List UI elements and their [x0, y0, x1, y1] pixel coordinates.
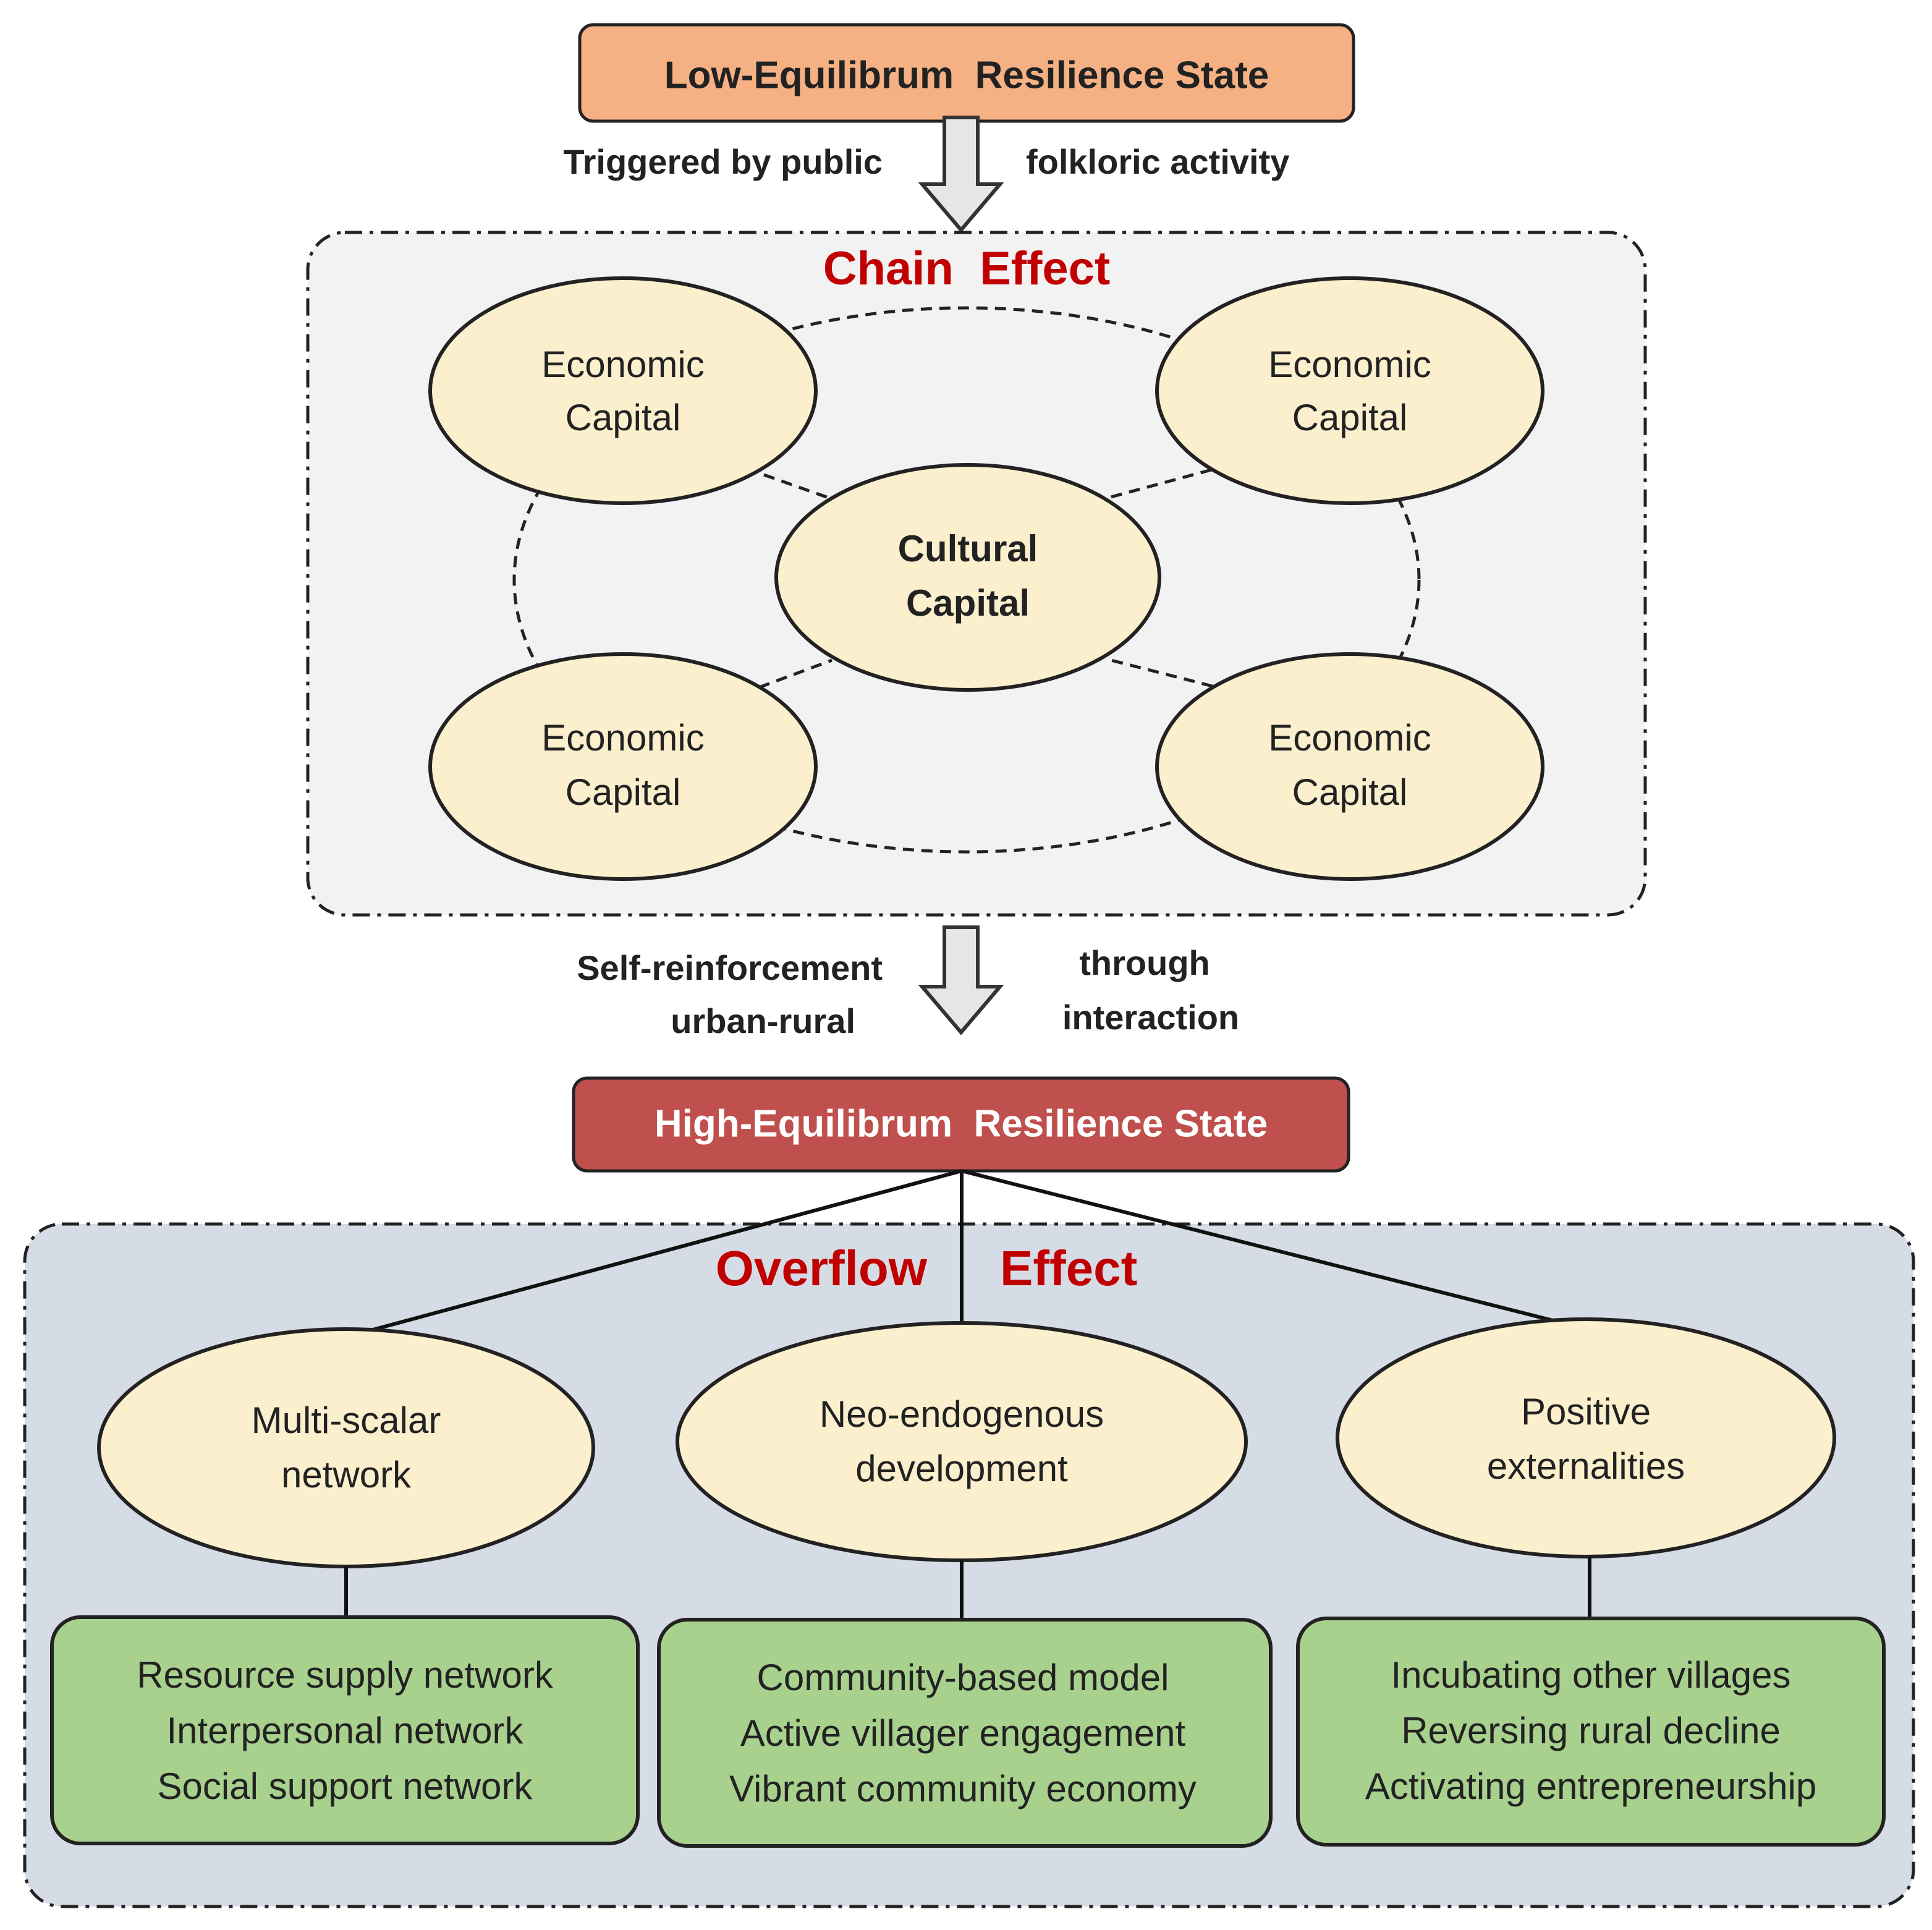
branch-label-line2: network — [281, 1454, 412, 1495]
overflow-effect-title-right: Effect — [1000, 1241, 1137, 1296]
economic-capital-node-2: Economic Capital — [1155, 276, 1544, 505]
branch-detail-item: Resource supply network — [137, 1654, 554, 1696]
branch-label-line1: Neo-endogenous — [820, 1393, 1104, 1435]
cultural-capital-node: Cultural Capital — [774, 463, 1161, 692]
node-label-line1: Economic — [541, 344, 704, 385]
overflow-effect-title-left: Overflow — [716, 1241, 928, 1296]
branch-label-line2: externalities — [1487, 1445, 1685, 1487]
node-label-line2: Capital — [1292, 772, 1408, 813]
branch-detail-item: Reversing rural decline — [1401, 1710, 1781, 1751]
reinforce-text-left-2: urban-rural — [671, 1001, 855, 1040]
low-equilibrium-state-label: Low-Equilibrum Resilience State — [664, 54, 1269, 96]
branch-detail-item: Community-based model — [757, 1657, 1169, 1698]
trigger-text-right: folkloric activity — [1026, 142, 1289, 181]
branch-detail-item: Incubating other villages — [1391, 1654, 1790, 1696]
cultural-capital-line2: Capital — [906, 582, 1030, 624]
overflow-branch-neo-endogenous: Neo-endogenous development Community-bas… — [657, 1321, 1273, 1848]
reinforce-text-left-1: Self-reinforcement — [577, 948, 883, 987]
node-label-line1: Economic — [1268, 717, 1431, 759]
node-label-line2: Capital — [566, 397, 681, 438]
node-label-line2: Capital — [1292, 397, 1408, 438]
trigger-text-left: Triggered by public — [563, 142, 883, 181]
branch-detail-item: Interpersonal network — [167, 1710, 524, 1751]
node-label-line1: Economic — [541, 717, 704, 759]
branch-detail-item: Activating entrepreneurship — [1365, 1766, 1816, 1807]
economic-capital-node-1: Economic Capital — [428, 276, 818, 505]
chain-effect-title: Chain Effect — [823, 242, 1111, 295]
high-equilibrium-state-label: High-Equilibrum Resilience State — [655, 1102, 1268, 1145]
branch-detail-box — [657, 1618, 1273, 1848]
chain-spoke — [763, 473, 841, 504]
node-label-line1: Economic — [1268, 344, 1431, 385]
branch-label-line2: development — [855, 1448, 1068, 1489]
branch-detail-item: Active villager engagement — [740, 1712, 1186, 1754]
branch-line — [961, 1169, 1583, 1330]
branch-detail-box — [50, 1615, 640, 1845]
branch-line — [352, 1169, 962, 1337]
branch-label-line1: Multi-scalar — [252, 1400, 441, 1441]
reinforce-text-right-2: interaction — [1062, 998, 1239, 1037]
cultural-capital-line1: Cultural — [898, 528, 1038, 569]
chain-spoke — [758, 658, 833, 689]
down-arrow-icon — [918, 116, 1004, 233]
branch-detail-item: Vibrant community economy — [729, 1768, 1197, 1809]
branch-detail-item: Social support network — [158, 1766, 533, 1807]
economic-capital-node-4: Economic Capital — [1155, 652, 1544, 881]
node-label-line2: Capital — [566, 772, 681, 813]
economic-capital-node-3: Economic Capital — [428, 652, 818, 881]
branch-detail-box — [1296, 1617, 1886, 1847]
branch-label-line1: Positive — [1521, 1391, 1651, 1432]
down-arrow-icon — [918, 925, 1004, 1035]
chain-connector-ring — [512, 306, 1421, 854]
overflow-branch-multi-scalar: Multi-scalar network Resource supply net… — [50, 1327, 640, 1845]
overflow-branch-positive-externalities: Positive externalities Incubating other … — [1296, 1317, 1886, 1847]
reinforce-text-right-1: through — [1079, 943, 1210, 982]
